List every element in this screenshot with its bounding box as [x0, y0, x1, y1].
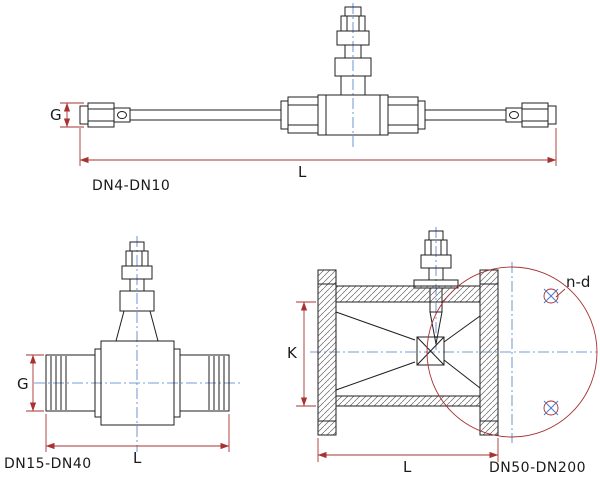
dim-label-l: L [133, 449, 142, 467]
dimension-k [296, 301, 316, 407]
left-flange [317, 269, 337, 436]
bolt-hole-bottom [543, 400, 559, 416]
nd-leader-line [555, 288, 566, 298]
caption-dn15-dn40: DN15-DN40 [4, 456, 92, 472]
dimension-l [79, 128, 557, 166]
dim-label-g: G [17, 375, 29, 393]
sensor-transmitter [334, 6, 372, 96]
right-flange [479, 269, 499, 436]
body-walls-section [335, 285, 481, 407]
view-dn15-dn40: G L DN15-DN40 [4, 236, 240, 472]
right-end-fitting [505, 102, 557, 128]
caption-dn4-dn10: DN4-DN10 [92, 178, 170, 194]
internal-flow-profile [335, 311, 481, 391]
flange-bolt-holes-section [318, 283, 498, 422]
dim-label-nd: n-d [566, 273, 590, 291]
dim-label-k: K [287, 344, 298, 362]
dim-label-l: L [298, 163, 307, 181]
dimension-l [45, 414, 230, 452]
view-dn50-dn200: n-d K L DN50-DN200 [287, 227, 598, 476]
dim-label-l: L [403, 458, 412, 476]
dimension-l [317, 438, 499, 462]
view-dn4-dn10: G L DN4-DN10 [50, 3, 557, 194]
dimension-g [60, 102, 84, 128]
caption-dn50-dn200: DN50-DN200 [489, 460, 586, 476]
bolt-hole-top [543, 288, 559, 304]
dim-label-g: G [50, 106, 62, 124]
meter-body [45, 340, 230, 426]
left-end-fitting [79, 102, 131, 128]
flange-bolt-circle [426, 266, 598, 438]
dimension-g [26, 354, 44, 412]
